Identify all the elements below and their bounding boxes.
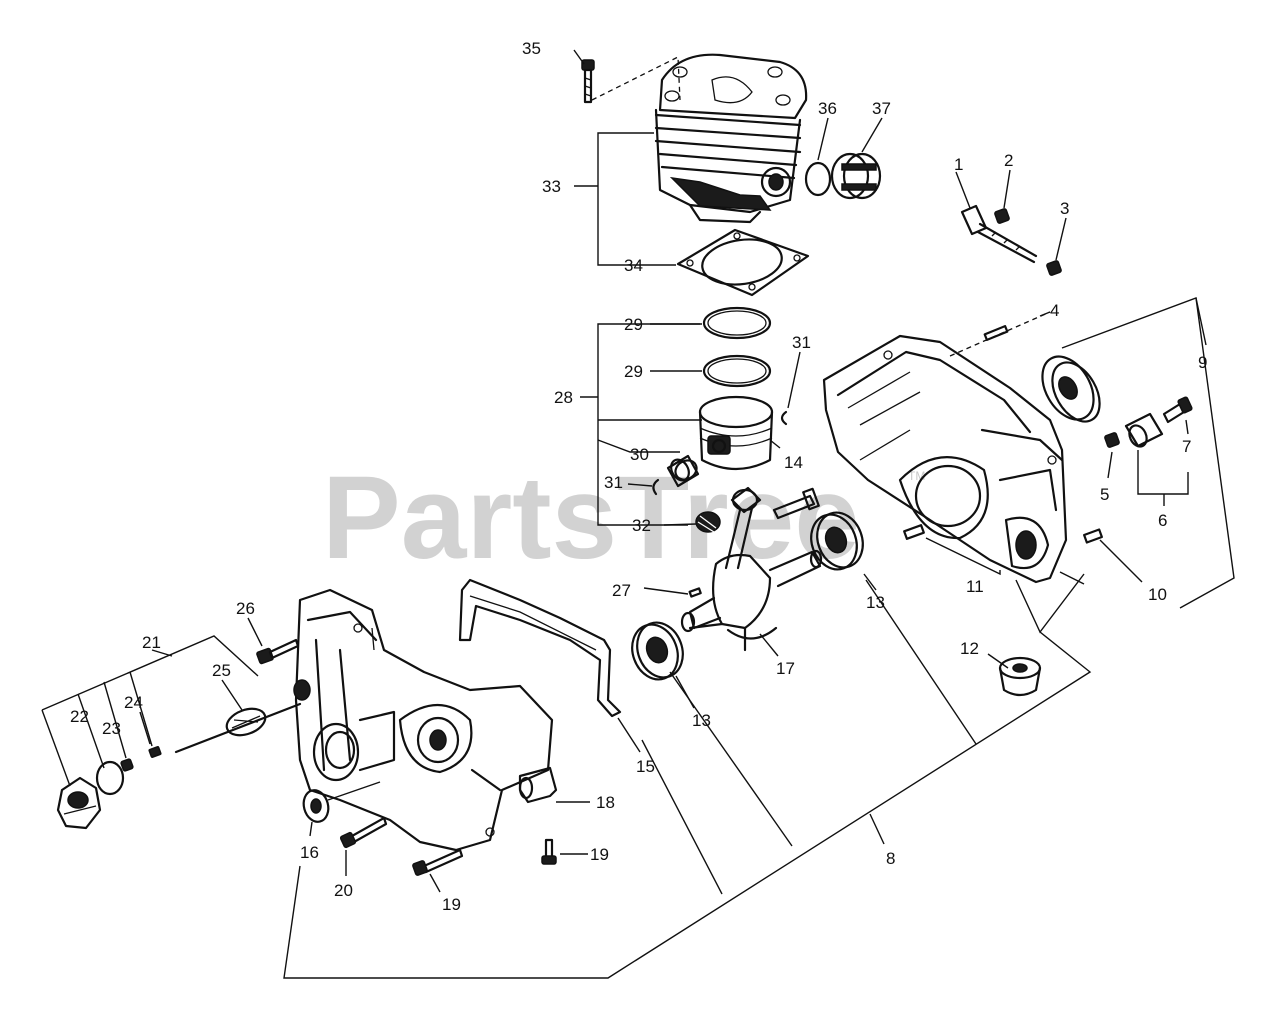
part-5-nut[interactable]: [1104, 432, 1120, 448]
part-10-dowel[interactable]: [1083, 528, 1103, 544]
callout-18: 18: [596, 793, 615, 812]
part-31-circlip-left[interactable]: [652, 478, 660, 496]
callout-13-left: 13: [692, 711, 711, 730]
callout-9: 9: [1198, 353, 1207, 372]
part-3-nut[interactable]: [1046, 260, 1062, 276]
callout-22: 22: [70, 707, 89, 726]
part-19-screw-b[interactable]: [412, 848, 464, 876]
part-4-stud[interactable]: [983, 324, 1009, 342]
part-34-base-gasket[interactable]: [676, 228, 810, 297]
callout-19-b: 19: [442, 895, 461, 914]
callout-8: 8: [886, 849, 895, 868]
part-36-ring[interactable]: [804, 161, 832, 197]
part-13-bearing-right[interactable]: [804, 506, 870, 576]
callout-35: 35: [522, 39, 541, 58]
part-17-crankshaft[interactable]: [680, 486, 823, 652]
callout-36: 36: [818, 99, 837, 118]
cylinder-assembly: [581, 53, 882, 297]
part-19-screw-a[interactable]: [541, 838, 557, 865]
callout-37: 37: [872, 99, 891, 118]
callout-32: 32: [632, 516, 651, 535]
part-35-bolt[interactable]: [581, 59, 595, 104]
part-2-nut[interactable]: [994, 208, 1010, 224]
part-30-piston-pin[interactable]: [666, 454, 700, 488]
callout-3: 3: [1060, 199, 1069, 218]
part-16-oil-seal[interactable]: [300, 787, 331, 824]
part-37-gasket[interactable]: [830, 152, 882, 200]
part-22-o-ring[interactable]: [95, 760, 125, 796]
part-18-bracket[interactable]: [518, 766, 558, 804]
part-12-rubber-mount[interactable]: [998, 656, 1042, 697]
part-6-spacer[interactable]: [1124, 412, 1164, 449]
callout-labels: 1 2 3 4 5 6 7 8 9 10 11 12 13 13 14 15 1…: [70, 39, 1207, 914]
part-15-crankcase-gasket[interactable]: [458, 578, 622, 718]
callout-29-top: 29: [624, 315, 643, 334]
part-26-screw[interactable]: [256, 638, 300, 665]
part-27-key[interactable]: [688, 587, 702, 598]
part-14-piston[interactable]: [698, 395, 774, 470]
callout-10: 10: [1148, 585, 1167, 604]
callout-34: 34: [624, 256, 643, 275]
piston-assembly: [652, 306, 788, 533]
callout-16: 16: [300, 843, 319, 862]
callout-27: 27: [612, 581, 631, 600]
watermark: PartsTree TM: [322, 452, 925, 584]
part-33-cylinder[interactable]: [654, 53, 808, 224]
callout-33: 33: [542, 177, 561, 196]
callout-19-a: 19: [590, 845, 609, 864]
callout-11: 11: [966, 577, 984, 596]
callout-20: 20: [334, 881, 353, 900]
part-crankcase-left[interactable]: [293, 588, 554, 852]
callout-2: 2: [1004, 151, 1013, 170]
part-29-piston-ring-top[interactable]: [702, 306, 772, 340]
callout-15: 15: [636, 757, 655, 776]
callout-21: 21: [142, 633, 161, 652]
part-9-sprocket-cover[interactable]: [1032, 348, 1109, 430]
callout-4: 4: [1050, 301, 1059, 320]
leader-lines: [41, 49, 1235, 979]
part-13-bearing-left[interactable]: [625, 616, 690, 686]
part-7-bolt[interactable]: [1162, 396, 1193, 424]
callout-23: 23: [102, 719, 121, 738]
part-crank-bolt[interactable]: [772, 487, 820, 520]
callout-1: 1: [954, 155, 963, 174]
part-24-valve[interactable]: [148, 746, 162, 758]
watermark-text: PartsTree: [322, 452, 860, 584]
callout-31-left: 31: [604, 473, 623, 492]
callout-7: 7: [1182, 437, 1191, 456]
callout-12: 12: [960, 639, 979, 658]
part-1-tensioner-rod[interactable]: [960, 204, 1038, 264]
part-21-oil-pump[interactable]: [56, 776, 102, 830]
part-32-needle-bearing[interactable]: [695, 511, 721, 533]
callout-26: 26: [236, 599, 255, 618]
callout-29-bottom: 29: [624, 362, 643, 381]
callout-6: 6: [1158, 511, 1167, 530]
part-crankcase-right[interactable]: [822, 334, 1068, 584]
part-31-circlip-right[interactable]: [780, 410, 788, 426]
callout-14: 14: [784, 453, 803, 472]
part-20-screw[interactable]: [339, 816, 388, 849]
callout-28: 28: [554, 388, 573, 407]
callout-13-right: 13: [866, 593, 885, 612]
part-11-dowel[interactable]: [903, 524, 925, 540]
callout-25: 25: [212, 661, 231, 680]
callout-5: 5: [1100, 485, 1109, 504]
callout-30: 30: [630, 445, 649, 464]
callout-17: 17: [776, 659, 795, 678]
callout-31-right: 31: [792, 333, 811, 352]
part-23-plug[interactable]: [120, 758, 134, 772]
part-25-oil-filter-line[interactable]: [174, 702, 302, 754]
callout-24: 24: [124, 693, 143, 712]
part-29-piston-ring-bottom[interactable]: [702, 354, 772, 388]
